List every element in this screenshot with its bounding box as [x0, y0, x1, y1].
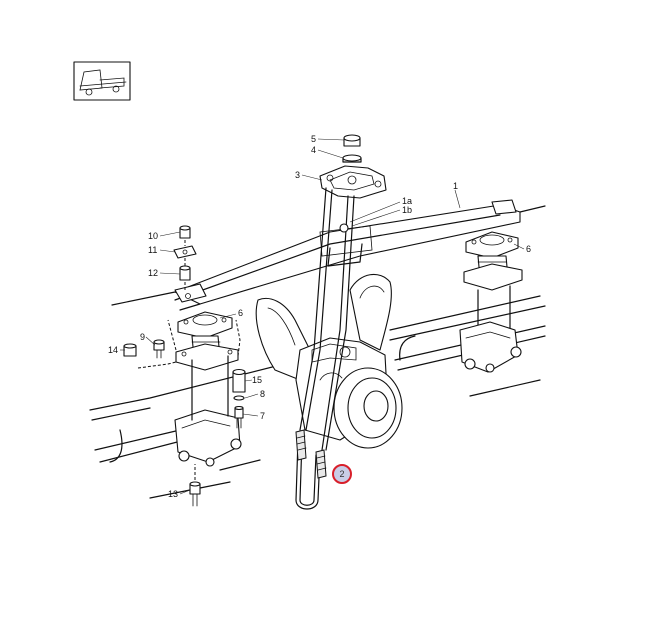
callout-1b: 1b — [402, 205, 412, 215]
center-housing — [255, 273, 403, 449]
callout-4: 4 — [311, 145, 316, 155]
top-bracket — [319, 134, 387, 199]
right-rubber-mount — [463, 231, 523, 331]
callout-8: 8 — [260, 389, 265, 399]
hotspot-marker[interactable] — [332, 464, 352, 484]
callout-14: 14 — [108, 345, 118, 355]
axle-beam — [111, 199, 546, 311]
callout-7: 7 — [260, 411, 265, 421]
callout-labels: 5 4 3 1a 1b 1 10 11 12 6 6 9 14 15 8 7 1… — [108, 134, 531, 499]
bolts-and-fasteners — [123, 339, 246, 507]
callout-5: 5 — [311, 134, 316, 144]
left-lower-bracket — [174, 355, 242, 467]
callout-1a: 1a — [402, 196, 412, 206]
callout-10: 10 — [148, 231, 158, 241]
left-rubber-mount — [137, 311, 241, 371]
small-parts-upper-left — [173, 225, 197, 292]
hotspot-label: 2 — [339, 469, 344, 479]
callout-9: 9 — [140, 332, 145, 342]
hotspot-item-2[interactable]: 2 — [332, 464, 352, 484]
callout-15: 15 — [252, 375, 262, 385]
callout-13: 13 — [168, 489, 178, 499]
callout-6-left: 6 — [238, 308, 243, 318]
callout-1: 1 — [453, 181, 458, 191]
right-lower-bracket — [459, 321, 522, 373]
callout-3: 3 — [295, 170, 300, 180]
truck-chassis-icon[interactable] — [73, 61, 131, 101]
callout-11: 11 — [148, 245, 157, 255]
u-clip — [295, 429, 327, 510]
leader-lines — [120, 138, 525, 495]
callout-12: 12 — [148, 268, 158, 278]
callout-6-right: 6 — [526, 244, 531, 254]
link-rods — [299, 187, 355, 451]
